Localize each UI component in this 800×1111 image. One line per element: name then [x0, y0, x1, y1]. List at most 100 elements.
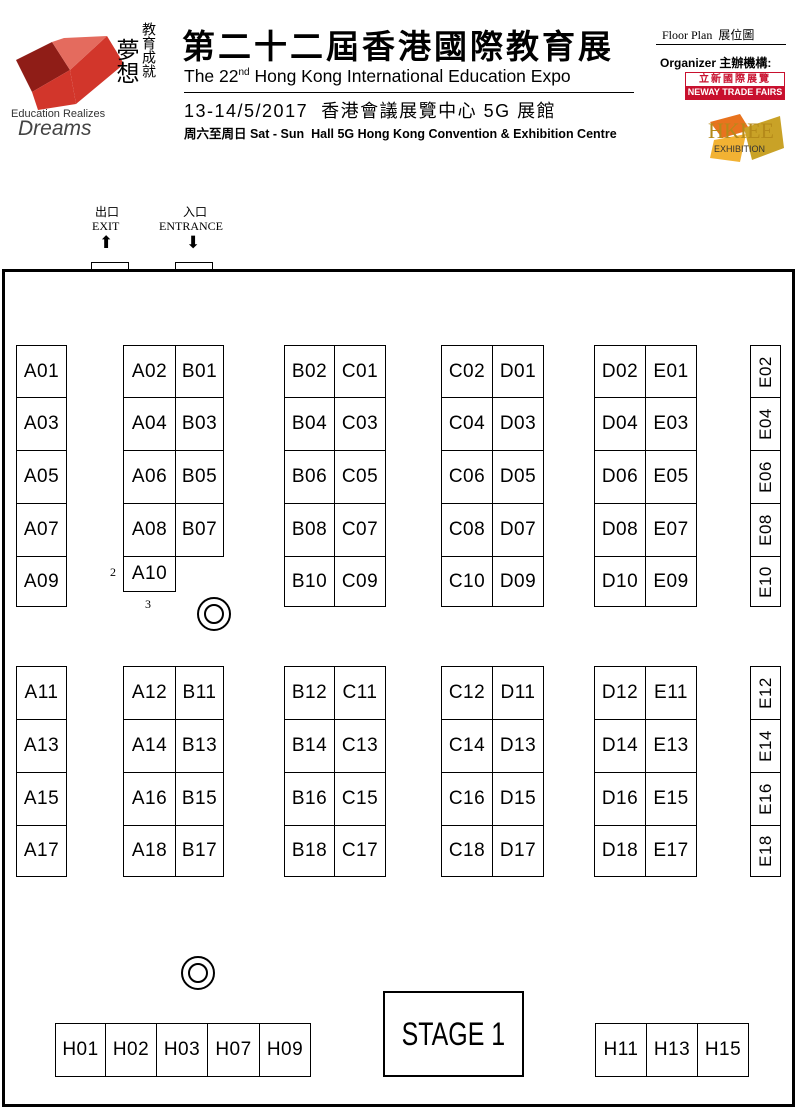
booth-E10[interactable]: E10 — [750, 556, 781, 607]
booth-A03[interactable]: A03 — [16, 397, 67, 451]
booth-D04[interactable]: D04 — [594, 397, 646, 451]
booth-A16[interactable]: A16 — [123, 772, 176, 826]
booth-E09[interactable]: E09 — [645, 556, 697, 607]
booth-E08[interactable]: E08 — [750, 503, 781, 557]
booth-A11[interactable]: A11 — [16, 666, 67, 720]
booth-D07[interactable]: D07 — [492, 503, 544, 557]
booth-E15[interactable]: E15 — [645, 772, 697, 826]
booth-A12[interactable]: A12 — [123, 666, 176, 720]
booth-A09[interactable]: A09 — [16, 556, 67, 607]
booth-E13[interactable]: E13 — [645, 719, 697, 773]
booth-C11[interactable]: C11 — [334, 666, 386, 720]
booth-B02[interactable]: B02 — [284, 345, 335, 398]
booth-E17[interactable]: E17 — [645, 825, 697, 877]
booth-C17[interactable]: C17 — [334, 825, 386, 877]
booth-A14[interactable]: A14 — [123, 719, 176, 773]
booth-E05[interactable]: E05 — [645, 450, 697, 504]
booth-E02[interactable]: E02 — [750, 345, 781, 398]
booth-A06[interactable]: A06 — [123, 450, 176, 504]
booth-E14[interactable]: E14 — [750, 719, 781, 773]
booth-C14[interactable]: C14 — [441, 719, 493, 773]
booth-H01[interactable]: H01 — [55, 1023, 106, 1077]
booth-B12[interactable]: B12 — [284, 666, 335, 720]
booth-D06[interactable]: D06 — [594, 450, 646, 504]
booth-B16[interactable]: B16 — [284, 772, 335, 826]
booth-C15[interactable]: C15 — [334, 772, 386, 826]
booth-C09[interactable]: C09 — [334, 556, 386, 607]
booth-E18[interactable]: E18 — [750, 825, 781, 877]
booth-B11[interactable]: B11 — [175, 666, 224, 720]
booth-D11[interactable]: D11 — [492, 666, 544, 720]
booth-E12[interactable]: E12 — [750, 666, 781, 720]
booth-D08[interactable]: D08 — [594, 503, 646, 557]
booth-D09[interactable]: D09 — [492, 556, 544, 607]
booth-H02[interactable]: H02 — [105, 1023, 157, 1077]
booth-E06[interactable]: E06 — [750, 450, 781, 504]
booth-B04[interactable]: B04 — [284, 397, 335, 451]
booth-H07[interactable]: H07 — [207, 1023, 260, 1077]
booth-E16[interactable]: E16 — [750, 772, 781, 826]
booth-B07[interactable]: B07 — [175, 503, 224, 557]
booth-C03[interactable]: C03 — [334, 397, 386, 451]
booth-A05[interactable]: A05 — [16, 450, 67, 504]
booth-B17[interactable]: B17 — [175, 825, 224, 877]
booth-B10[interactable]: B10 — [284, 556, 335, 607]
booth-A10[interactable]: A10 — [123, 556, 176, 592]
booth-C01[interactable]: C01 — [334, 345, 386, 398]
booth-A01[interactable]: A01 — [16, 345, 67, 398]
booth-H13[interactable]: H13 — [646, 1023, 698, 1077]
booth-A04[interactable]: A04 — [123, 397, 176, 451]
booth-B05[interactable]: B05 — [175, 450, 224, 504]
booth-B18[interactable]: B18 — [284, 825, 335, 877]
booth-A15[interactable]: A15 — [16, 772, 67, 826]
booth-D01[interactable]: D01 — [492, 345, 544, 398]
booth-D16[interactable]: D16 — [594, 772, 646, 826]
booth-H09[interactable]: H09 — [259, 1023, 311, 1077]
booth-C13[interactable]: C13 — [334, 719, 386, 773]
booth-B08[interactable]: B08 — [284, 503, 335, 557]
booth-H03[interactable]: H03 — [156, 1023, 208, 1077]
booth-A13[interactable]: A13 — [16, 719, 67, 773]
booth-B14[interactable]: B14 — [284, 719, 335, 773]
booth-C05[interactable]: C05 — [334, 450, 386, 504]
booth-C16[interactable]: C16 — [441, 772, 493, 826]
booth-B01[interactable]: B01 — [175, 345, 224, 398]
booth-A02[interactable]: A02 — [123, 345, 176, 398]
booth-A17[interactable]: A17 — [16, 825, 67, 877]
booth-C10[interactable]: C10 — [441, 556, 493, 607]
stage-1[interactable]: STAGE 1 — [383, 991, 524, 1077]
booth-D14[interactable]: D14 — [594, 719, 646, 773]
booth-A08[interactable]: A08 — [123, 503, 176, 557]
booth-D05[interactable]: D05 — [492, 450, 544, 504]
booth-H11[interactable]: H11 — [595, 1023, 647, 1077]
booth-C12[interactable]: C12 — [441, 666, 493, 720]
booth-B13[interactable]: B13 — [175, 719, 224, 773]
booth-H15[interactable]: H15 — [697, 1023, 749, 1077]
booth-B15[interactable]: B15 — [175, 772, 224, 826]
booth-B06[interactable]: B06 — [284, 450, 335, 504]
booth-C02[interactable]: C02 — [441, 345, 493, 398]
booth-A07[interactable]: A07 — [16, 503, 67, 557]
booth-C08[interactable]: C08 — [441, 503, 493, 557]
logo-slogan-en2: Dreams — [18, 117, 92, 140]
booth-D02[interactable]: D02 — [594, 345, 646, 398]
booth-D15[interactable]: D15 — [492, 772, 544, 826]
booth-D13[interactable]: D13 — [492, 719, 544, 773]
booth-A18[interactable]: A18 — [123, 825, 176, 877]
booth-E04[interactable]: E04 — [750, 397, 781, 451]
booth-C07[interactable]: C07 — [334, 503, 386, 557]
booth-B03[interactable]: B03 — [175, 397, 224, 451]
booth-D18[interactable]: D18 — [594, 825, 646, 877]
booth-E07[interactable]: E07 — [645, 503, 697, 557]
booth-E01[interactable]: E01 — [645, 345, 697, 398]
booth-E03[interactable]: E03 — [645, 397, 697, 451]
booth-E11[interactable]: E11 — [645, 666, 697, 720]
booth-D03[interactable]: D03 — [492, 397, 544, 451]
booth-C04[interactable]: C04 — [441, 397, 493, 451]
booth-D17[interactable]: D17 — [492, 825, 544, 877]
booth-C06[interactable]: C06 — [441, 450, 493, 504]
hkiee-logo-icon — [710, 114, 784, 162]
booth-D10[interactable]: D10 — [594, 556, 646, 607]
booth-D12[interactable]: D12 — [594, 666, 646, 720]
booth-C18[interactable]: C18 — [441, 825, 493, 877]
